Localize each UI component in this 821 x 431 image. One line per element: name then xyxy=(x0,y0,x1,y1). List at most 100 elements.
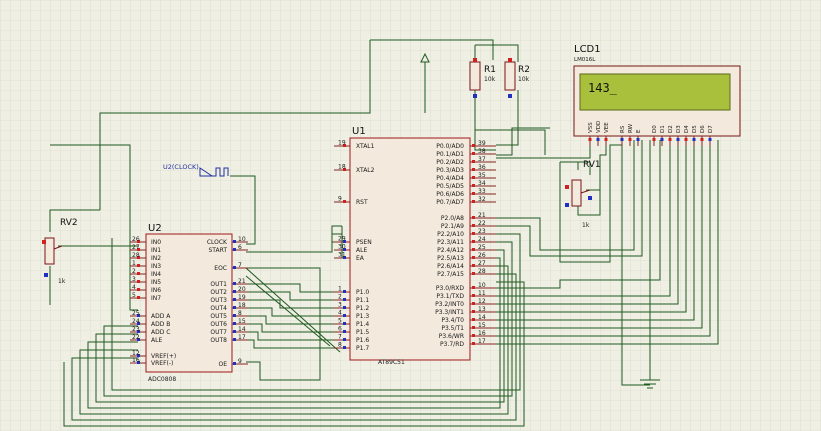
u2-pin-number: 12 xyxy=(132,350,140,357)
u1-pin-number: 4 xyxy=(338,310,342,317)
lcd-pin-name: D0 xyxy=(652,125,658,133)
u1-pin-marker xyxy=(343,200,346,203)
lcd-pin-name: D6 xyxy=(700,125,706,133)
u1-pin-name: P2.5/A13 xyxy=(437,255,464,262)
u1-pin-marker xyxy=(472,256,475,259)
lcd-pin-name: VSS xyxy=(588,122,594,133)
u2-pin-number: 23 xyxy=(132,326,140,333)
u2-pin-name: IN0 xyxy=(151,239,161,246)
u1-pin-name: PSEN xyxy=(356,239,372,246)
u1-pin-name: P0.2/AD2 xyxy=(436,159,464,166)
u1-pin-name: P3.4/T0 xyxy=(441,317,464,324)
u1-pin-number: 21 xyxy=(478,212,486,219)
u1-pin-marker xyxy=(472,294,475,297)
r2-body xyxy=(504,61,516,91)
u1-pin-number: 31 xyxy=(338,252,346,259)
u1-pin-name: XTAL1 xyxy=(356,143,375,150)
lcd-pin-name: D4 xyxy=(684,125,690,133)
u2-pin-name: START xyxy=(208,247,227,254)
u1-pin-number: 27 xyxy=(478,260,486,267)
u1-pin-name: P0.0/AD0 xyxy=(436,143,464,150)
lcd-pin-marker xyxy=(628,138,632,141)
u2-pin-name: IN1 xyxy=(151,247,161,254)
r1-body xyxy=(469,61,481,91)
u1-pin-number: 9 xyxy=(338,196,342,203)
power-arrow-icon xyxy=(420,52,430,63)
u1-pin-marker xyxy=(472,184,475,187)
u1-pin-number: 26 xyxy=(478,252,486,259)
resistor-r2[interactable]: R2 10k xyxy=(504,58,530,98)
u2-pin-number: 20 xyxy=(238,286,246,293)
r2-value: 10k xyxy=(518,76,530,83)
u1-pin-name: P3.6/WR xyxy=(439,333,464,340)
clock-source[interactable]: U2(CLOCK) xyxy=(163,163,229,177)
u1-pin-number: 6 xyxy=(338,326,342,333)
u2-pin-name: IN6 xyxy=(151,287,161,294)
r1-pin-top xyxy=(473,58,477,62)
u1-pin-marker xyxy=(343,240,346,243)
clock-label: U2(CLOCK) xyxy=(163,163,199,171)
u2-pin-marker xyxy=(137,256,140,259)
r1-ref: R1 xyxy=(484,65,496,75)
u1-pin-marker xyxy=(343,248,346,251)
u2-pin-name: IN5 xyxy=(151,279,161,286)
u1-pin-number: 33 xyxy=(478,188,486,195)
u1-ref: U1 xyxy=(352,126,366,137)
u1-pin-number: 17 xyxy=(478,338,486,345)
u1-pin-number: 23 xyxy=(478,228,486,235)
rv1-pin-w xyxy=(588,196,592,200)
u1-pin-name: RST xyxy=(356,199,368,206)
u2-pin-number: 22 xyxy=(132,334,140,341)
u1-pin-number: 38 xyxy=(478,148,486,155)
u2-pin-number: 18 xyxy=(238,302,246,309)
potentiometer-rv1[interactable]: RV1 1k xyxy=(565,160,601,229)
u2-pin-name: OUT4 xyxy=(210,305,227,312)
lcd-pin-name: D2 xyxy=(668,125,674,133)
square-wave-icon xyxy=(212,167,229,177)
u2-pin-name: VREF(+) xyxy=(151,353,176,360)
r2-pin-top xyxy=(508,58,512,62)
u1-pin-name: P1.5 xyxy=(356,329,369,336)
u2-pin-marker xyxy=(137,240,140,243)
u1-right-pins: 39P0.0/AD038P0.1/AD137P0.2/AD236P0.3/AD3… xyxy=(435,140,496,348)
u1-pin-number: 34 xyxy=(478,180,486,187)
u1-pin-number: 32 xyxy=(478,196,486,203)
u2-pin-number: 9 xyxy=(238,358,242,365)
u1-pin-number: 14 xyxy=(478,314,486,321)
u1-pin-marker xyxy=(472,216,475,219)
u1-pin-name: XTAL2 xyxy=(356,167,375,174)
u2-pin-name: IN4 xyxy=(151,271,161,278)
u1-pin-number: 8 xyxy=(338,342,342,349)
potentiometer-rv2[interactable]: RV2 1k xyxy=(42,218,78,285)
u1-pin-name: P2.6/A14 xyxy=(437,263,464,270)
u1-pin-name: P1.3 xyxy=(356,313,369,320)
resistor-r1[interactable]: R1 10k xyxy=(469,58,496,98)
u2-pin-marker xyxy=(233,240,236,243)
u1-pin-name: ALE xyxy=(356,247,367,254)
u2-pin-number: 14 xyxy=(238,326,246,333)
u2-pin-name: EOC xyxy=(214,265,227,272)
u1-pin-name: EA xyxy=(356,255,365,262)
lcd-part: LM016L xyxy=(574,57,596,63)
u2-pin-marker xyxy=(137,338,140,341)
u2-pin-name: ALE xyxy=(151,337,162,344)
u1-pin-name: P3.3/INT1 xyxy=(435,309,464,316)
u1-pin-marker xyxy=(472,302,475,305)
rv2-pin-a xyxy=(42,240,46,244)
u2-pin-marker xyxy=(137,314,140,317)
u2-pin-number: 1 xyxy=(132,260,136,267)
u1-pin-marker xyxy=(472,200,475,203)
u1-pin-number: 10 xyxy=(478,282,486,289)
lcd-pin-marker xyxy=(668,138,672,141)
u2-pin-name: OUT5 xyxy=(210,313,227,320)
u1-pin-marker xyxy=(343,346,346,349)
u1-pin-marker xyxy=(343,322,346,325)
u1-pin-name: P1.0 xyxy=(356,289,369,296)
r2-pin-bottom xyxy=(508,94,512,98)
